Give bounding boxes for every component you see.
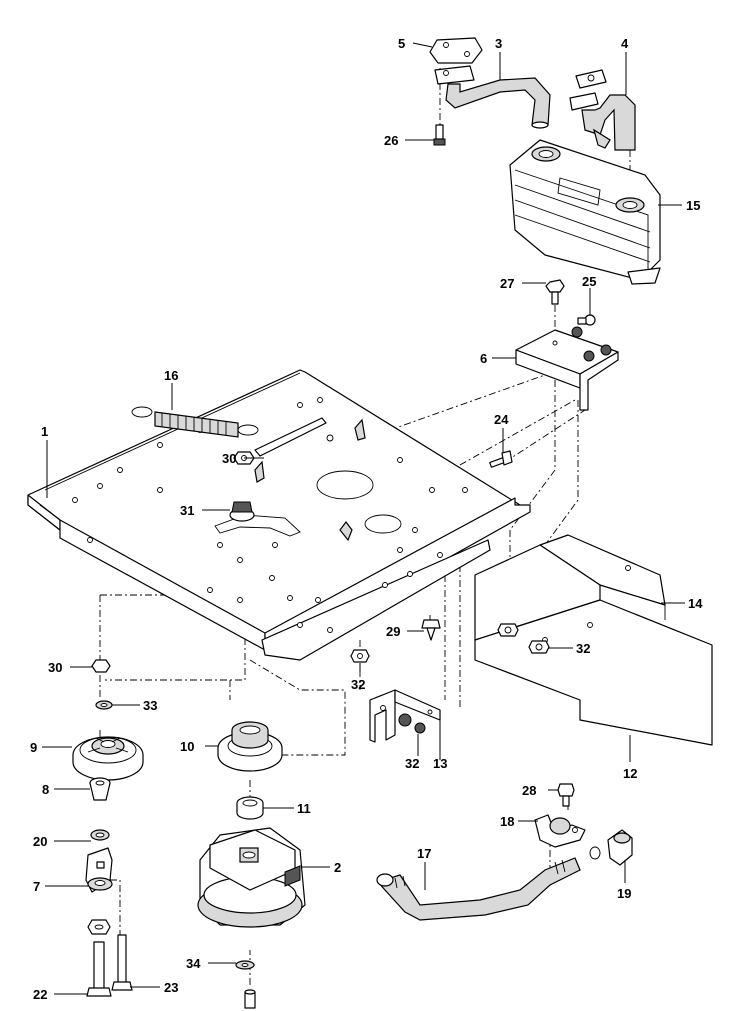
callout-32-right: 32 [576, 641, 590, 656]
callout-24: 24 [494, 412, 509, 427]
callout-5: 5 [398, 36, 405, 51]
bolt-24 [489, 450, 513, 468]
o-ring [589, 846, 601, 860]
callout-12: 12 [623, 766, 637, 781]
callout-30-pulley: 30 [48, 660, 62, 675]
nut-7-base [87, 919, 111, 935]
idler-arm-7 [85, 847, 113, 893]
bracket-13 [369, 689, 441, 743]
callout-31: 31 [180, 503, 194, 518]
washer-33 [95, 700, 113, 710]
callout-34: 34 [186, 956, 201, 971]
hose-17 [376, 857, 581, 921]
callout-22: 22 [33, 987, 47, 1002]
nut-32-a [497, 623, 519, 637]
callout-7: 7 [33, 879, 40, 894]
nut-32-c [350, 649, 370, 663]
callout-32-bracket: 32 [405, 756, 419, 771]
callout-28: 28 [522, 783, 536, 798]
callout-labels: 5 3 4 26 15 27 25 6 16 24 1 30 31 14 29 … [30, 36, 703, 1002]
nut-30-pulley [91, 659, 111, 673]
nut-32-b [528, 640, 550, 654]
callout-25: 25 [582, 274, 596, 289]
callout-29: 29 [386, 624, 400, 639]
pulley-10 [217, 721, 283, 772]
exhaust-pipe-4 [569, 69, 636, 151]
callout-19: 19 [617, 886, 631, 901]
callout-27: 27 [500, 276, 514, 291]
callout-6: 6 [480, 351, 487, 366]
fitting-19 [607, 829, 633, 866]
callout-26: 26 [384, 133, 398, 148]
bolt-23 [111, 934, 133, 991]
mounting-plate-1 [27, 369, 531, 661]
gasket-top-left [429, 37, 483, 64]
washer-34 [235, 960, 255, 970]
bolt-28 [557, 783, 575, 807]
callout-32-center: 32 [351, 677, 365, 692]
callout-30-plate: 30 [222, 451, 236, 466]
bolt-22 [86, 941, 112, 997]
pulley-9 [72, 736, 144, 781]
callout-33: 33 [143, 698, 157, 713]
callout-18: 18 [500, 814, 514, 829]
callout-16: 16 [164, 368, 178, 383]
clutch-2 [197, 827, 306, 928]
muffler-15 [509, 139, 661, 285]
clamp-18 [534, 814, 586, 848]
callout-2: 2 [334, 860, 341, 875]
callout-11: 11 [297, 801, 311, 816]
callout-3: 3 [495, 36, 502, 51]
callout-8: 8 [42, 782, 49, 797]
callout-20: 20 [33, 834, 47, 849]
callout-14: 14 [688, 596, 703, 611]
exhaust-pipe-3 [434, 65, 551, 129]
bearing-11 [236, 796, 264, 820]
bolt-29 [421, 619, 441, 641]
callout-17: 17 [417, 846, 431, 861]
callout-13: 13 [433, 756, 447, 771]
leader-lines [42, 42, 685, 995]
bolt-27 [545, 279, 565, 305]
callout-4: 4 [621, 36, 629, 51]
muffler-bracket-6 [515, 326, 619, 411]
callout-15: 15 [686, 198, 700, 213]
shaft-stub [244, 989, 256, 1009]
spring-16 [131, 406, 259, 438]
nut-31 [229, 501, 255, 522]
washer-20 [90, 829, 110, 841]
screw-26 [433, 124, 446, 146]
cover-14 [474, 534, 713, 746]
callout-1: 1 [41, 424, 48, 439]
callout-10: 10 [180, 739, 194, 754]
bushing-8 [89, 777, 111, 801]
callout-23: 23 [164, 980, 178, 995]
callout-9: 9 [30, 740, 37, 755]
screw-25 [577, 314, 596, 326]
